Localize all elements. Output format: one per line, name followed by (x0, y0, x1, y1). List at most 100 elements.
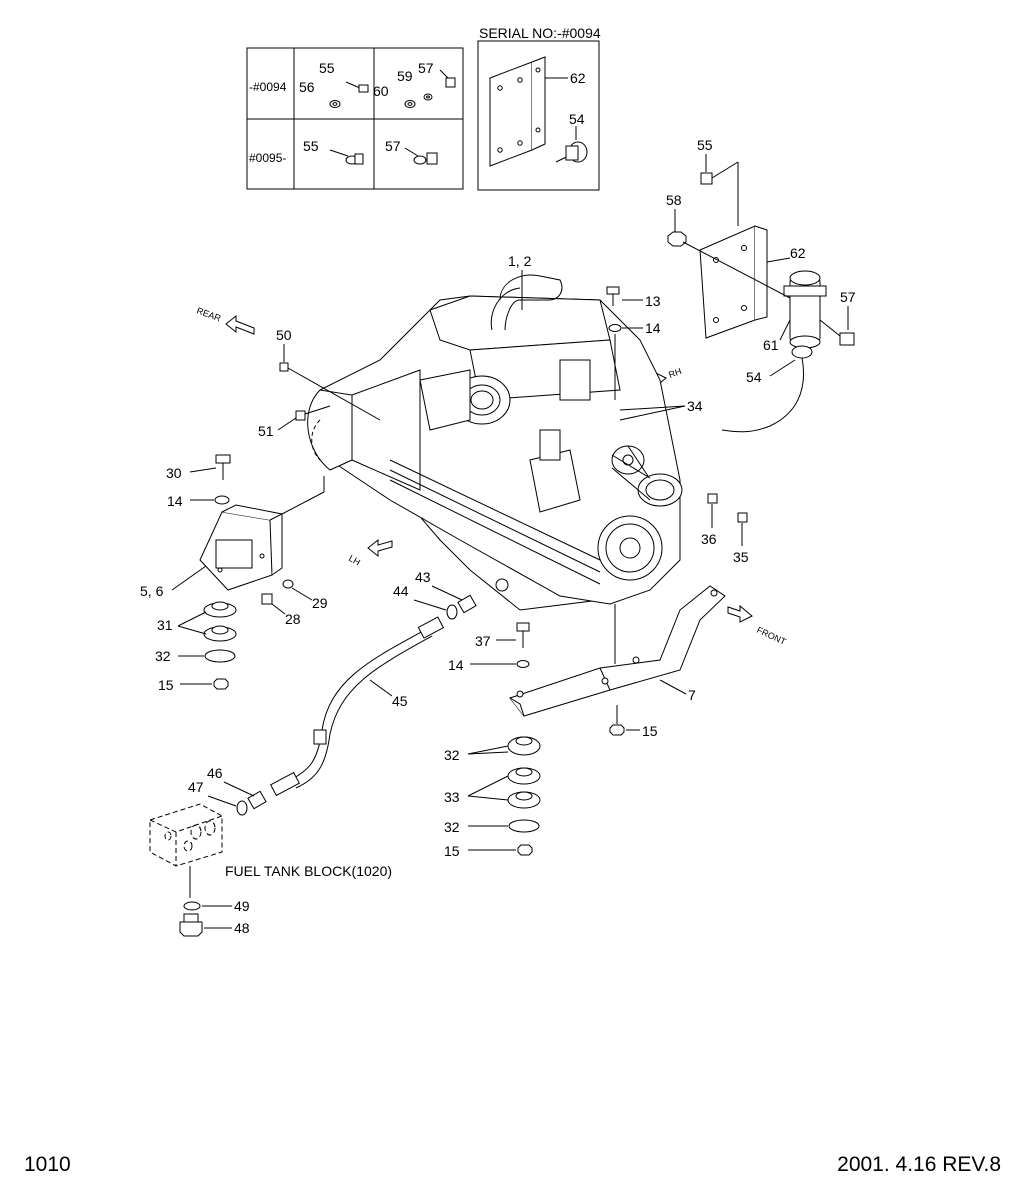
oring-44 (446, 604, 458, 620)
callout-54: 54 (746, 369, 762, 385)
washer-14-upper (608, 324, 622, 332)
inset-row2-hardware (329, 147, 438, 165)
serial-inset-clamp (555, 141, 588, 163)
washer-29 (282, 579, 294, 589)
fuel-tank-block (149, 803, 223, 867)
callout-44: 44 (393, 583, 409, 599)
bolt-55-upper (700, 161, 739, 226)
callout-15-left: 15 (158, 677, 174, 693)
inset-callout-56: 56 (299, 79, 315, 95)
inset-callout-59: 59 (397, 68, 413, 84)
callout-13: 13 (645, 293, 661, 309)
inset-callout-60: 60 (373, 83, 389, 99)
washer-14-front (516, 660, 530, 668)
inset-callout-55: 55 (319, 60, 335, 76)
serial-callout-54: 54 (569, 111, 585, 127)
fuel-hose-45 (289, 629, 433, 789)
washer-49 (183, 901, 201, 911)
rubber-mount-front-stack (507, 736, 541, 833)
hose-fitting-lower (270, 729, 327, 797)
callout-47: 47 (188, 779, 204, 795)
bolt-51 (295, 405, 331, 421)
revision-date: 2001. 4.16 REV.8 (837, 1153, 1001, 1176)
nut-36 (707, 493, 718, 504)
inset-callout-55b: 55 (303, 138, 319, 154)
adapter-46 (247, 790, 267, 810)
callout-14-left: 14 (167, 493, 183, 509)
bolt-30 (215, 454, 231, 480)
bolt-50 (279, 362, 381, 421)
callout-50: 50 (276, 327, 292, 343)
callout-43: 43 (415, 569, 431, 585)
engine-hidden-line (311, 419, 321, 461)
adapter-43 (457, 594, 477, 614)
inset-callout-57: 57 (418, 60, 434, 76)
callout-32-left: 32 (155, 648, 171, 664)
callout-28: 28 (285, 611, 301, 627)
nut-58 (667, 231, 791, 299)
callout-55: 55 (697, 137, 713, 153)
callout-14-front: 14 (448, 657, 464, 673)
inset-row1-hardware-a (329, 81, 369, 108)
hose-fitting-upper (417, 616, 445, 639)
callout-36: 36 (701, 531, 717, 547)
rear-arrow-icon (225, 314, 255, 335)
callout-33: 33 (444, 789, 460, 805)
callout-61: 61 (763, 337, 779, 353)
lh-arrow-icon (367, 538, 393, 558)
mount-bracket-5-6 (199, 504, 284, 591)
serial-callout-62: 62 (570, 70, 586, 86)
callout-32-front-lower: 32 (444, 819, 460, 835)
callout-49: 49 (234, 898, 250, 914)
bolt-35 (737, 512, 748, 523)
callout-31: 31 (157, 617, 173, 633)
rear-label: REAR (195, 305, 222, 323)
serial-range-row-1: -#0094 (249, 80, 287, 94)
callout-15-bottom: 15 (444, 843, 460, 859)
callout-15-front: 15 (642, 723, 658, 739)
bolt-57-upper (819, 319, 855, 346)
nut-15-bottom (517, 844, 533, 856)
capacitor-61 (783, 270, 827, 349)
inset-callout-57b: 57 (385, 138, 401, 154)
nut-15-left (213, 678, 229, 690)
serial-variant-table (246, 47, 464, 190)
serial-range-row-2: #0095- (249, 151, 286, 165)
callout-29: 29 (312, 595, 328, 611)
callout-1-2: 1, 2 (508, 253, 532, 269)
bracket-62 (699, 225, 768, 339)
bolt-37 (516, 622, 530, 648)
callout-30: 30 (166, 465, 182, 481)
serial-inset-frame (477, 40, 600, 191)
washer-32-left (204, 649, 236, 663)
callout-58: 58 (666, 192, 682, 208)
serial-inset-title: SERIAL NO:-#0094 (479, 25, 601, 41)
callout-62: 62 (790, 245, 806, 261)
washer-14-left (214, 495, 230, 505)
rh-label: RH (667, 366, 683, 380)
callout-7: 7 (688, 687, 696, 703)
callout-35: 35 (733, 549, 749, 565)
oring-47 (236, 800, 248, 816)
serial-inset-bracket (489, 56, 546, 167)
callout-14-upper: 14 (645, 320, 661, 336)
plug-48 (179, 913, 203, 937)
callout-5-6: 5, 6 (140, 583, 164, 599)
callout-34: 34 (687, 398, 703, 414)
front-bracket-7 (509, 585, 726, 717)
inset-row1-hardware-b (404, 69, 456, 108)
page-number: 1010 (24, 1153, 71, 1176)
clamp-54 (721, 345, 813, 433)
callout-51: 51 (258, 423, 274, 439)
lh-label: LH (347, 553, 362, 567)
rubber-mount-31 (203, 601, 237, 642)
callout-57: 57 (840, 289, 856, 305)
front-label: FRONT (755, 625, 788, 647)
callout-46: 46 (207, 765, 223, 781)
callout-32-front-upper: 32 (444, 747, 460, 763)
callout-45: 45 (392, 693, 408, 709)
bolt-28 (261, 593, 273, 605)
front-arrow-icon (727, 604, 753, 623)
engine-assembly (307, 274, 683, 611)
